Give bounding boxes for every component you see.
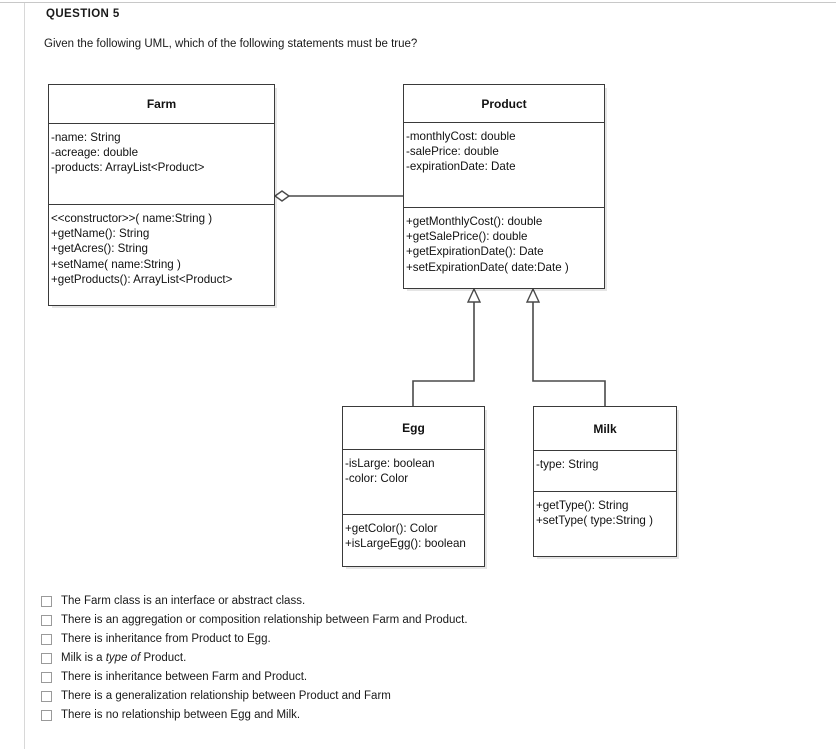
option-label-1[interactable]: There is an aggregation or composition r… — [61, 614, 468, 626]
uml-attribute: -color: Color — [345, 472, 409, 486]
option-row[interactable]: Milk is a type of Product. — [41, 650, 741, 669]
uml-method: +getMonthlyCost(): double — [406, 215, 543, 228]
uml-attribute: -products: ArrayList<Product> — [51, 161, 205, 175]
option-checkbox-6[interactable] — [41, 710, 52, 721]
option-row[interactable]: There is a generalization relationship b… — [41, 688, 741, 707]
uml-method: +getAcres(): String — [51, 242, 148, 256]
option-row[interactable]: There is inheritance from Product to Egg… — [41, 631, 741, 650]
uml-diagram: Farm -name: String -acreage: double -pro… — [48, 84, 677, 567]
generalization-connector-milk-product — [525, 287, 606, 406]
uml-method: +isLargeEgg(): boolean — [345, 537, 466, 551]
option-checkbox-4[interactable] — [41, 672, 52, 683]
option-row[interactable]: There is no relationship between Egg and… — [41, 707, 741, 726]
uml-method: +setType( type:String ) — [536, 514, 653, 528]
option-checkbox-3[interactable] — [41, 653, 52, 664]
uml-class-farm: Farm -name: String -acreage: double -pro… — [48, 84, 275, 306]
option-label-0[interactable]: The Farm class is an interface or abstra… — [61, 595, 306, 607]
uml-method: +getProducts(): ArrayList<Product> — [51, 272, 233, 286]
option-label-6[interactable]: There is no relationship between Egg and… — [61, 709, 301, 721]
uml-class-farm-title: Farm — [49, 85, 274, 124]
uml-class-egg-methods: +getColor(): Color +isLargeEgg(): boolea… — [343, 514, 484, 555]
uml-attribute: -type: String — [536, 458, 599, 471]
option-label-4[interactable]: There is inheritance between Farm and Pr… — [61, 671, 308, 683]
question-prompt-text: Given the following UML, which of the fo… — [44, 38, 418, 50]
answer-options-list: The Farm class is an interface or abstra… — [41, 593, 741, 726]
uml-class-milk-title: Milk — [534, 407, 676, 451]
uml-method: +getExpirationDate(): Date — [406, 245, 544, 259]
option-checkbox-5[interactable] — [41, 691, 52, 702]
uml-class-egg-title: Egg — [343, 407, 484, 450]
uml-method: +getColor(): Color — [345, 522, 438, 535]
uml-class-product-methods: +getMonthlyCost(): double +getSalePrice(… — [404, 207, 604, 279]
uml-attribute: -monthlyCost: double — [406, 130, 516, 143]
page-left-divider — [24, 3, 25, 749]
option-row[interactable]: The Farm class is an interface or abstra… — [41, 593, 741, 612]
option-checkbox-0[interactable] — [41, 596, 52, 607]
uml-method: +setName( name:String ) — [51, 257, 181, 271]
uml-class-egg-attributes: -isLarge: boolean -color: Color — [343, 450, 484, 514]
option-label-5[interactable]: There is a generalization relationship b… — [61, 690, 391, 702]
uml-attribute: -expirationDate: Date — [406, 160, 516, 174]
uml-class-milk-attributes: -type: String — [534, 451, 676, 491]
uml-class-product: Product -monthlyCost: double -salePrice:… — [403, 84, 605, 289]
uml-class-product-attributes: -monthlyCost: double -salePrice: double … — [404, 123, 604, 207]
uml-method: +getType(): String — [536, 499, 629, 512]
generalization-connector-egg-product — [412, 287, 482, 406]
option-label-2[interactable]: There is inheritance from Product to Egg… — [61, 633, 271, 645]
uml-class-egg: Egg -isLarge: boolean -color: Color +get… — [342, 406, 485, 567]
option-row[interactable]: There is an aggregation or composition r… — [41, 612, 741, 631]
uml-class-farm-attributes: -name: String -acreage: double -products… — [49, 124, 274, 204]
uml-method: +getSalePrice(): double — [406, 230, 528, 244]
uml-class-farm-methods: <<constructor>>( name:String ) +getName(… — [49, 204, 274, 291]
uml-class-milk-methods: +getType(): String +setType( type:String… — [534, 491, 676, 532]
question-number-heading: QUESTION 5 — [46, 8, 120, 20]
uml-attribute: -isLarge: boolean — [345, 457, 435, 470]
uml-method: <<constructor>>( name:String ) — [51, 212, 213, 225]
aggregation-connector-farm-product — [273, 190, 403, 202]
page-top-divider — [0, 2, 836, 3]
uml-attribute: -name: String — [51, 131, 121, 144]
uml-method: +getName(): String — [51, 227, 150, 241]
option-label-3[interactable]: Milk is a type of Product. — [61, 652, 187, 664]
uml-attribute: -salePrice: double — [406, 145, 499, 159]
option-checkbox-2[interactable] — [41, 634, 52, 645]
option-checkbox-1[interactable] — [41, 615, 52, 626]
uml-method: +setExpirationDate( date:Date ) — [406, 260, 569, 274]
uml-connector-layer — [273, 190, 606, 406]
option-row[interactable]: There is inheritance between Farm and Pr… — [41, 669, 741, 688]
uml-class-milk: Milk -type: String +getType(): String +s… — [533, 406, 677, 557]
uml-attribute: -acreage: double — [51, 146, 139, 160]
uml-class-product-title: Product — [404, 85, 604, 123]
